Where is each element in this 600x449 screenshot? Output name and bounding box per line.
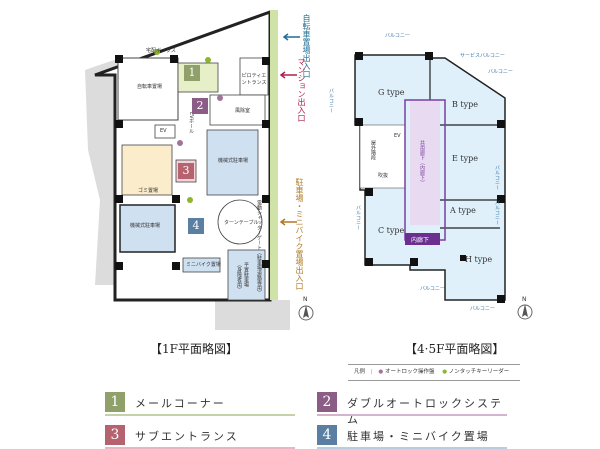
legend-label: サブエントランス (135, 430, 239, 443)
unit-e: E type (452, 154, 478, 163)
legend-underline (105, 414, 295, 416)
balcony-label: バルコニー (328, 88, 334, 113)
bicycle-room (117, 57, 179, 121)
unit-c: C type (378, 226, 405, 235)
balcony-label: バルコニー (470, 306, 495, 312)
marker-1: 1 (184, 65, 200, 81)
balcony-label: バルコニー (488, 69, 513, 75)
stair-void-area (359, 124, 406, 189)
arrow-left-icon (282, 33, 300, 41)
autolock-marker (177, 140, 183, 146)
arrow-left-icon (279, 218, 297, 226)
room-label-flat-parking-note2: （駐車場道路専用） (256, 250, 262, 295)
room-label-mech-parking-left: 機械式駐車場 (130, 223, 161, 229)
room-label-piloti: ピロティエントランス (241, 73, 267, 86)
entrance-parking: 駐車場・ミニバイク置場出入口 (295, 178, 304, 290)
entrance-mansion: マンション出入口 (297, 58, 306, 122)
legend-label: メールコーナー (135, 397, 226, 410)
caption-1f: 【1F平面略図】 (150, 342, 238, 356)
room-label-mech-parking-right: 機械式駐車場 (218, 158, 249, 164)
marker-legend-nontouch: ノンタッチキーリーダー (448, 369, 510, 375)
legend-num: 1 (105, 392, 125, 412)
room-label-garbage: ゴミ置場 (138, 188, 159, 194)
compass-icon (298, 305, 314, 321)
legend-item-1: 1 メールコーナー (105, 392, 295, 416)
marker-4: 4 (188, 218, 204, 234)
room-label-turntable: ターンテーブル (224, 220, 259, 226)
marker-legend-autolock: オートロック操作盤 (384, 369, 435, 375)
compass-north-4f: N (522, 296, 527, 303)
caption-4-5f: 【4·5F平面略図】 (405, 342, 505, 356)
entrance-bicycle: 自転車置場出入口 (302, 14, 311, 78)
legend-item-3: 3 サブエントランス (105, 425, 295, 449)
marker-legend: 凡例 | ● オートロック操作盤 ● ノンタッチキーリーダー (348, 364, 520, 381)
legend-item-2: 2 ダブルオートロックシステム (317, 392, 507, 426)
columns (115, 55, 270, 270)
nontouch-reader-marker (205, 57, 211, 63)
outdoor-stairs-label: 屋外階段 (370, 140, 376, 160)
legend-num: 3 (105, 425, 125, 445)
legend-label: ダブルオートロックシステム (347, 397, 503, 426)
mech-parking-left (119, 204, 176, 253)
ev-label: EV (394, 133, 401, 139)
balcony-label: バルコニー (494, 200, 500, 225)
room-label-flat-parking: 平置駐車場 (243, 262, 249, 287)
service-balcony-label: サービスバルコニー (460, 53, 505, 59)
unit-h: H type (465, 255, 493, 264)
room-label-shutter-gate: 電動シャッターゲート (256, 200, 262, 250)
inner-corridor-tag (405, 233, 440, 245)
compass-icon (517, 304, 533, 320)
room-label-delivery-box: 宅配ボックス (146, 48, 176, 54)
balcony-label: バルコニー (494, 165, 500, 190)
room-label-minibike: ミニバイク置場 (186, 262, 221, 268)
legend-underline (105, 447, 295, 449)
minibike-area (182, 257, 221, 273)
turntable (217, 199, 263, 245)
room-label-ev-hall: EVホール (188, 112, 194, 134)
marker-legend-title: 凡例 (354, 369, 366, 375)
planting-strip (270, 10, 278, 300)
unit-b: B type (452, 100, 479, 109)
legend-underline (317, 447, 507, 449)
flat-parking (227, 249, 266, 301)
nontouch-reader-marker (154, 49, 160, 55)
autolock-marker (217, 95, 223, 101)
marker-3: 3 (178, 163, 194, 179)
inner-corridor-label: 内廊下 (411, 237, 430, 244)
void-label: 吹抜 (378, 173, 389, 179)
nontouch-reader-marker (187, 197, 193, 203)
legend-num: 2 (317, 392, 337, 412)
marker-2: 2 (192, 98, 208, 114)
columns (355, 52, 505, 303)
corridor-fill (410, 100, 440, 225)
nontouch-dot-icon: ● (442, 369, 448, 375)
mech-parking-right (206, 129, 259, 196)
legend-num: 4 (317, 425, 337, 445)
room-label-bicycle: 自転車置場 (137, 84, 163, 90)
room-label-windbreak: 風除室 (235, 108, 251, 114)
balcony-label: バルコニー (355, 205, 361, 230)
autolock-dot-icon: ● (378, 369, 384, 375)
corridor-label: 共用廊下（内廊下） (419, 140, 425, 185)
site-area (85, 58, 290, 330)
compass-north-1f: N (303, 296, 308, 303)
balcony-label: バルコニー (420, 286, 445, 292)
arrow-left-icon (279, 71, 297, 79)
legend-underline (317, 414, 507, 416)
balcony-label: バルコニー (385, 33, 410, 39)
unit-g: G type (378, 88, 405, 97)
legend-item-4: 4 駐車場・ミニバイク置場 (317, 425, 507, 449)
unit-a: A type (450, 206, 476, 215)
legend-label: 駐車場・ミニバイク置場 (347, 430, 490, 443)
ev-box (154, 124, 176, 139)
room-label-ev: EV (160, 128, 167, 134)
garbage-room (121, 144, 173, 196)
room-label-flat-parking-note: （身障者用） (236, 262, 242, 292)
